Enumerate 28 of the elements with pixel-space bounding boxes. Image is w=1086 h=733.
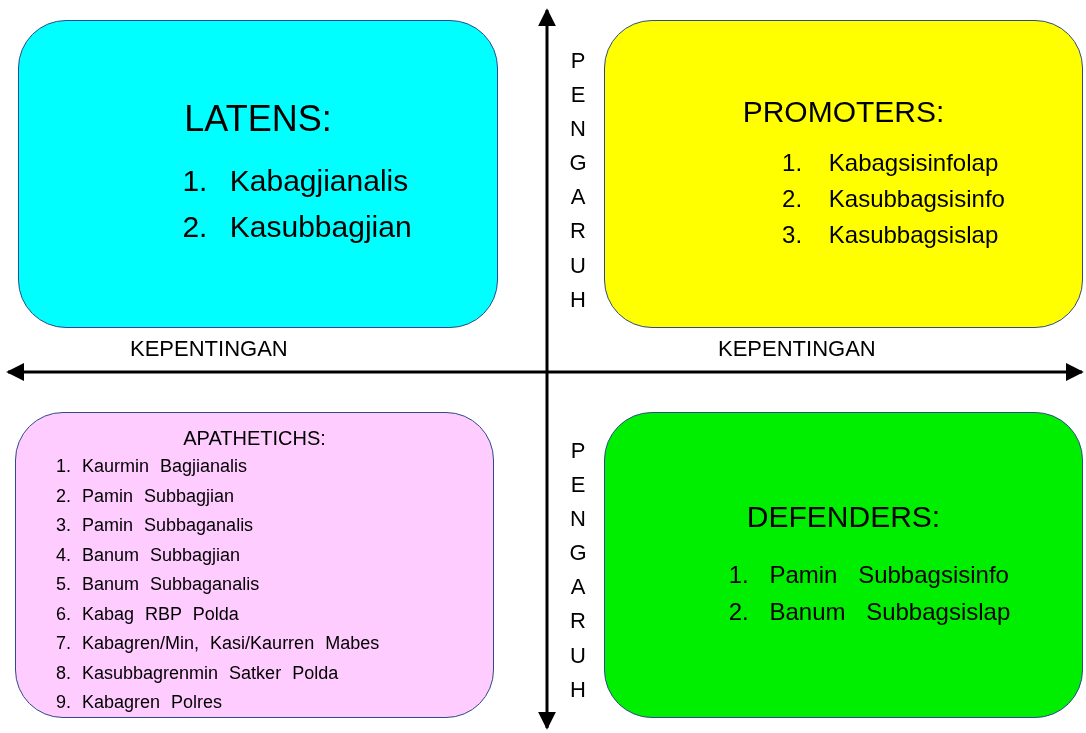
quadrant-heading: PROMOTERS: bbox=[742, 95, 945, 129]
list-item: 6. Kabag RBP Polda bbox=[56, 602, 240, 626]
quadrant-box bbox=[604, 20, 1083, 328]
list-item: 1. Kaurmin Bagjianalis bbox=[56, 455, 249, 478]
quadrant-box bbox=[15, 412, 494, 718]
list-item: 2. Pamin Subbagjian bbox=[56, 484, 236, 508]
list-item: 4. Banum Subbagjian bbox=[56, 543, 242, 567]
quadrant-box bbox=[604, 412, 1083, 718]
list-item: 9. Kabagren Polres bbox=[56, 691, 224, 714]
list-item: 8. Kasubbagrenmin Satker Polda bbox=[56, 661, 340, 685]
axis-label: PENGARUH bbox=[568, 437, 588, 704]
list-item: 2. Kasubbagjian bbox=[182, 209, 412, 245]
list-item: 1. Kabagjianalis bbox=[182, 163, 410, 199]
axis-label: PENGARUH bbox=[568, 47, 588, 314]
list-item: 1. Pamin Subbagsisinfo bbox=[728, 560, 1010, 590]
quadrant-heading: DEFENDERS: bbox=[746, 500, 941, 534]
quadrant-heading: LATENS: bbox=[184, 98, 332, 140]
list-item: 7. Kabagren/Min, Kasi/Kaurren Mabes bbox=[56, 632, 381, 655]
axis-label: KEPENTINGAN bbox=[718, 336, 876, 362]
list-item: 5. Banum Subbaganalis bbox=[56, 573, 261, 596]
list-item: 3. Pamin Subbaganalis bbox=[56, 514, 255, 537]
axis-label: KEPENTINGAN bbox=[130, 336, 288, 362]
list-item: 1. Kabagsisinfolap bbox=[782, 148, 1000, 178]
quadrant-heading: APATHETICHS: bbox=[183, 427, 326, 450]
quadrant-box bbox=[18, 20, 498, 328]
list-item: 2. Banum Subbagsislap bbox=[728, 597, 1011, 627]
list-item: 2. Kasubbagsisinfo bbox=[782, 184, 1005, 214]
list-item: 3. Kasubbagsislap bbox=[782, 220, 1000, 250]
